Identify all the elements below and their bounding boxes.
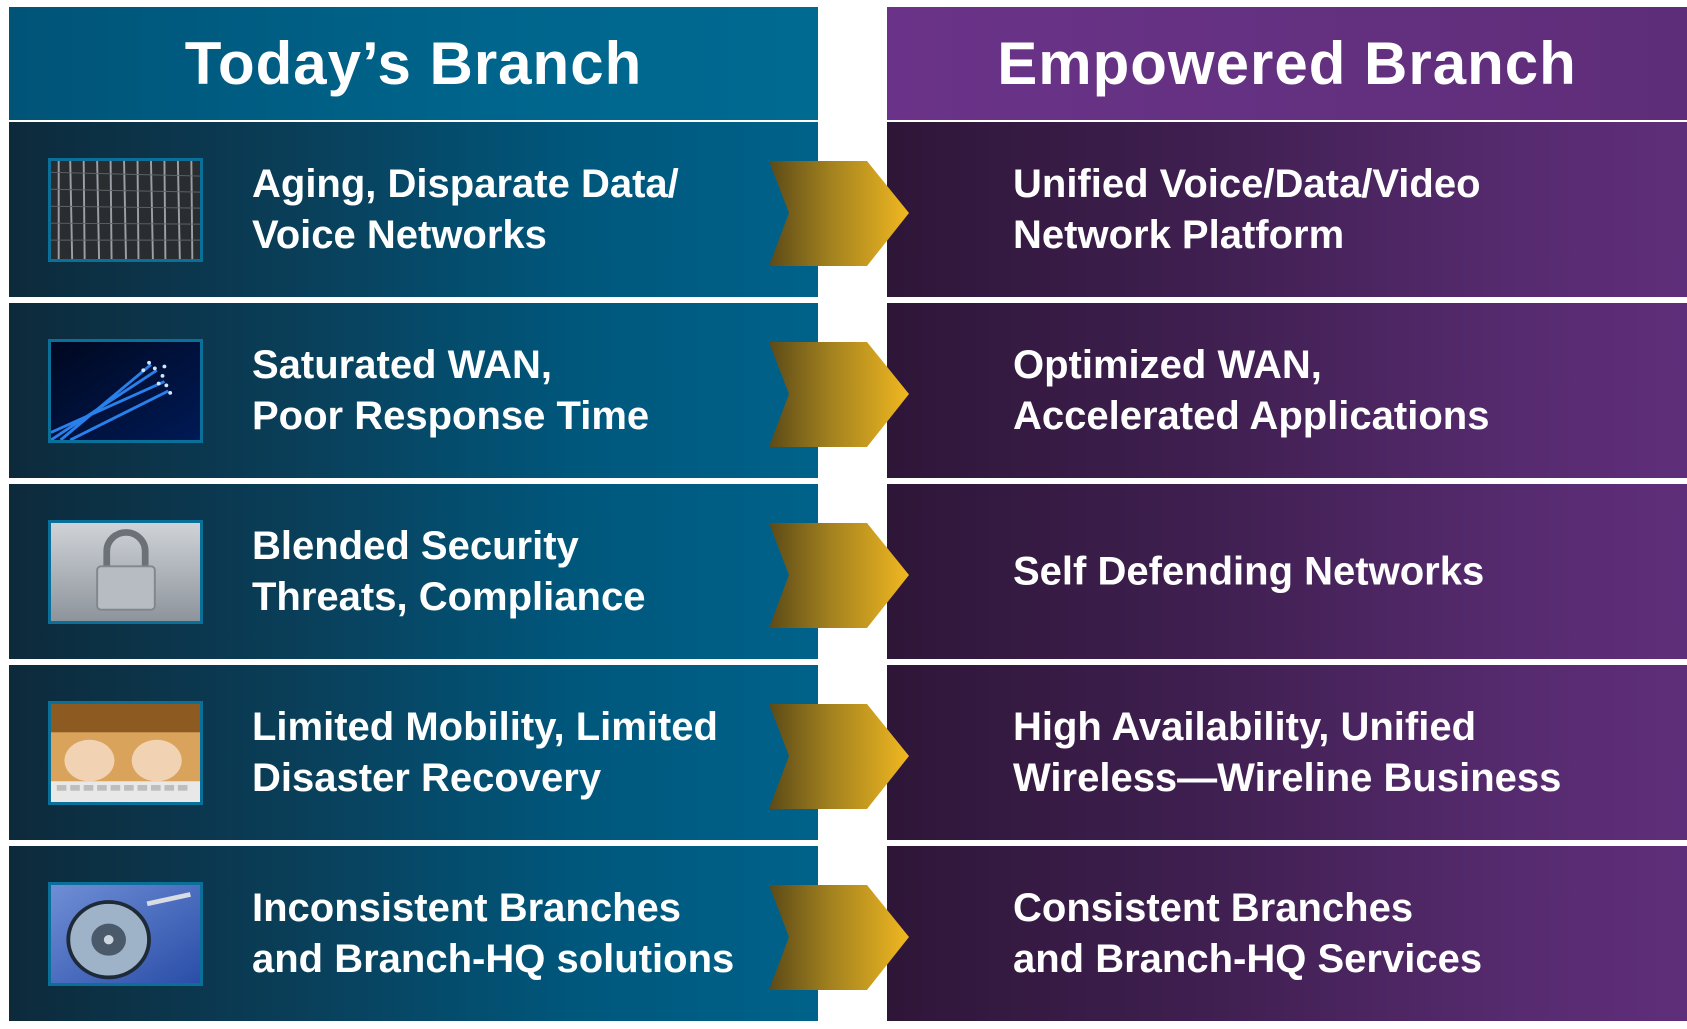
todays-branch-row-4: Limited Mobility, Limited Disaster Recov… (9, 665, 818, 840)
row-4-line-1: Limited Mobility, Limited (252, 704, 718, 749)
empowered-branch-row-4: High Availability, Unified Wireless—Wire… (887, 665, 1687, 840)
server-rack-image (48, 157, 203, 262)
row-5-line-1: Inconsistent Branches (252, 885, 682, 930)
right-row-1-line-2: Network Platform (1013, 212, 1345, 257)
empowered-branch-row-4-text: High Availability, Unified Wireless—Wire… (1013, 702, 1561, 804)
empowered-branch-row-1-text: Unified Voice/Data/Video Network Platfor… (1013, 159, 1481, 261)
todays-branch-row-1-text: Aging, Disparate Data/ Voice Networks (252, 159, 679, 261)
right-row-1-line-1: Unified Voice/Data/Video (1013, 161, 1481, 206)
chevron-arrow-icon (769, 161, 909, 266)
todays-branch-header: Today’s Branch (9, 7, 818, 120)
row-2-line-2: Poor Response Time (252, 393, 650, 438)
right-row-2-line-1: Optimized WAN, (1013, 342, 1322, 387)
right-row-4-line-2: Wireless—Wireline Business (1013, 755, 1562, 800)
row-3-line-2: Threats, Compliance (252, 574, 646, 619)
todays-branch-title: Today’s Branch (184, 30, 643, 97)
row-2-line-1: Saturated WAN, (252, 342, 553, 387)
right-row-5-line-2: and Branch-HQ Services (1013, 936, 1483, 981)
empowered-branch-row-3-text: Self Defending Networks (1013, 546, 1484, 597)
chevron-arrow-icon (769, 704, 909, 809)
todays-branch-row-2-text: Saturated WAN, Poor Response Time (252, 340, 649, 442)
chevron-arrow-icon (769, 523, 909, 628)
padlock-image (48, 519, 203, 624)
row-1-line-2: Voice Networks (252, 212, 547, 257)
chevron-arrow-icon (769, 885, 909, 990)
empowered-branch-row-3: Self Defending Networks (887, 484, 1687, 659)
todays-branch-row-5-text: Inconsistent Branches and Branch-HQ solu… (252, 883, 734, 985)
empowered-branch-row-1: Unified Voice/Data/Video Network Platfor… (887, 122, 1687, 297)
fiber-optics-image (48, 338, 203, 443)
right-row-2-line-2: Accelerated Applications (1013, 393, 1490, 438)
row-3-line-1: Blended Security (252, 523, 579, 568)
todays-branch-row-4-text: Limited Mobility, Limited Disaster Recov… (252, 702, 718, 804)
todays-branch-row-2: Saturated WAN, Poor Response Time (9, 303, 818, 478)
empowered-branch-row-2: Optimized WAN, Accelerated Applications (887, 303, 1687, 478)
empowered-branch-row-5-text: Consistent Branches and Branch-HQ Servic… (1013, 883, 1482, 985)
right-row-3-line-1: Self Defending Networks (1013, 549, 1485, 593)
todays-branch-row-5: Inconsistent Branches and Branch-HQ solu… (9, 846, 818, 1021)
empowered-branch-row-2-text: Optimized WAN, Accelerated Applications (1013, 340, 1489, 442)
hard-disk-image (48, 881, 203, 986)
chevron-arrow-icon (769, 342, 909, 447)
empowered-branch-header: Empowered Branch (887, 7, 1687, 120)
row-5-line-2: and Branch-HQ solutions (252, 936, 735, 981)
hands-keyboard-image (48, 700, 203, 805)
right-row-4-line-1: High Availability, Unified (1013, 704, 1477, 749)
todays-branch-row-3-text: Blended Security Threats, Compliance (252, 521, 645, 623)
row-1-line-1: Aging, Disparate Data/ (252, 161, 679, 206)
empowered-branch-row-5: Consistent Branches and Branch-HQ Servic… (887, 846, 1687, 1021)
todays-branch-row-3: Blended Security Threats, Compliance (9, 484, 818, 659)
empowered-branch-title: Empowered Branch (997, 30, 1577, 97)
right-row-5-line-1: Consistent Branches (1013, 885, 1414, 930)
row-4-line-2: Disaster Recovery (252, 755, 602, 800)
todays-branch-row-1: Aging, Disparate Data/ Voice Networks (9, 122, 818, 297)
